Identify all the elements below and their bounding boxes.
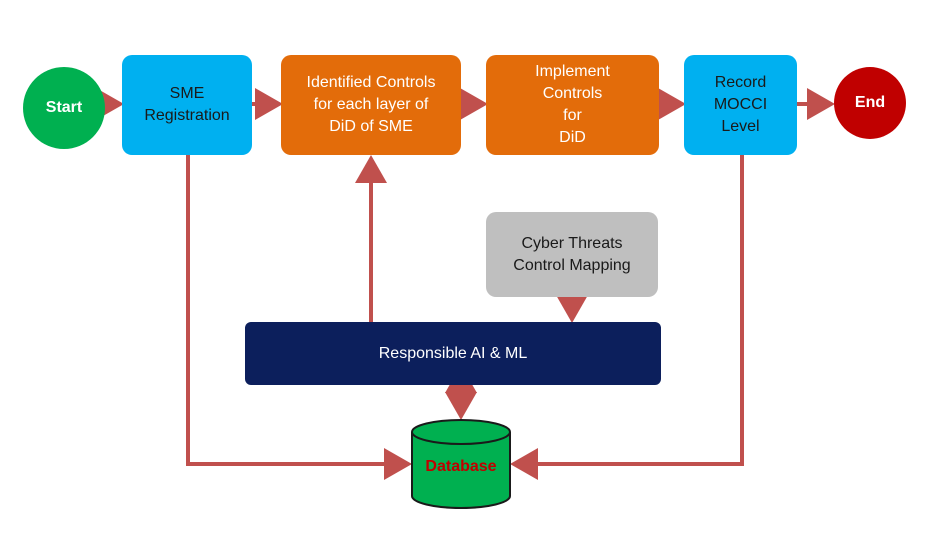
arrow-sme-to-database [186, 155, 412, 480]
identified-controls-box: Identified Controls for each layer of Di… [281, 55, 461, 155]
implement-controls-label: Implement Controls for DiD [535, 63, 610, 146]
cyber-threats-label: Cyber Threats Control Mapping [513, 234, 631, 274]
start-node: Start [23, 67, 105, 149]
record-level-label: Record MOCCI Level [713, 74, 768, 135]
end-label: End [854, 94, 886, 111]
identified-controls-label: Identified Controls for each layer of Di… [306, 74, 436, 135]
arrow-record-to-database [510, 155, 744, 480]
implement-controls-box: Implement Controls for DiD [486, 55, 659, 155]
responsible-ai-label: Responsible AI & ML [378, 344, 528, 362]
record-level-box: Record MOCCI Level [684, 55, 797, 155]
end-node: End [834, 67, 906, 139]
start-label: Start [45, 99, 83, 116]
database-label: Database [425, 458, 497, 475]
database-cylinder [411, 419, 511, 509]
responsible-ai-box: Responsible AI & ML [245, 322, 661, 385]
cyber-threats-box: Cyber Threats Control Mapping [486, 212, 658, 297]
sme-registration-label: SME Registration [144, 85, 230, 124]
sme-registration-box: SME Registration [122, 55, 252, 155]
